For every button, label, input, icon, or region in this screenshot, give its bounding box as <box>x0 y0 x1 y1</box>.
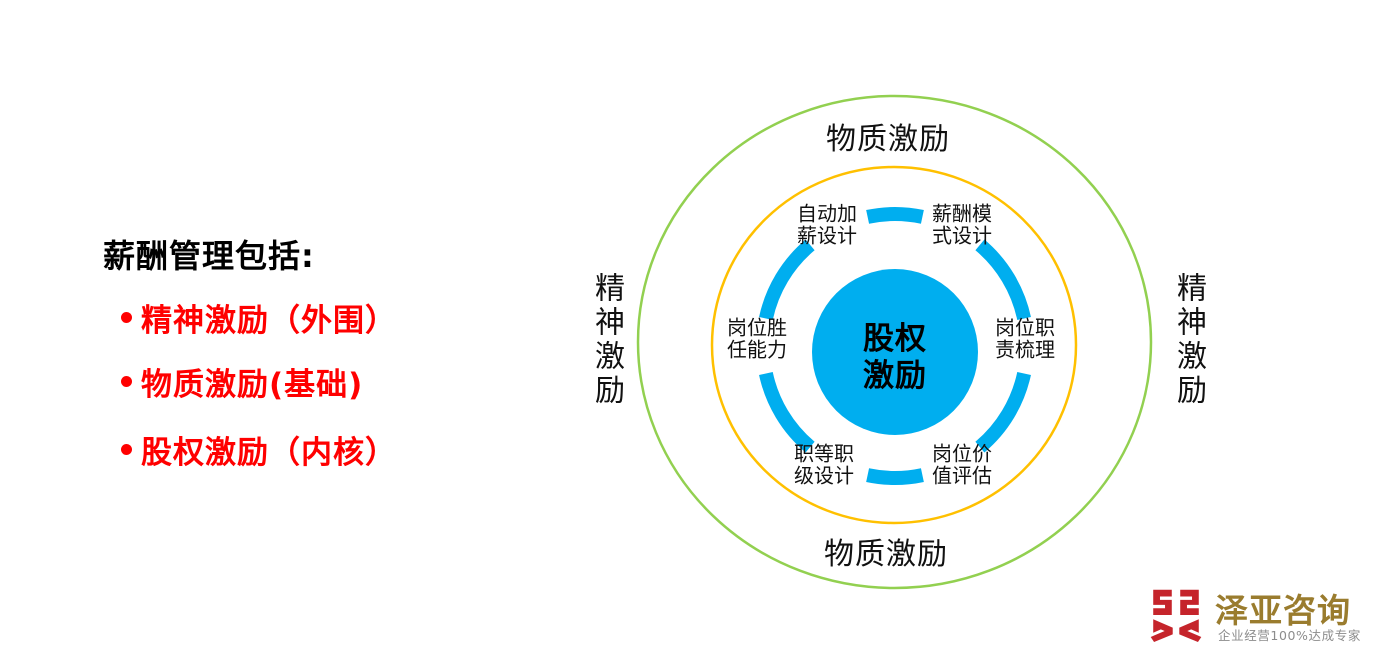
bullet-item-spiritual: 精神激励（外围） <box>121 299 397 339</box>
inner-ring-arc-lower-left <box>759 371 815 453</box>
center-circle <box>812 269 978 435</box>
side-label-right: 精神激励 <box>1171 272 1206 408</box>
bullet-dot <box>121 443 132 455</box>
side-label-left: 精神激励 <box>589 272 624 408</box>
outer-circle <box>636 94 1153 590</box>
ring-item-post-responsibility: 岗位职 责梳理 <box>995 315 1055 361</box>
bullet-item-equity: 股权激励（内核） <box>121 431 397 471</box>
ring-item-salary-model-design: 薪酬模 式设计 <box>932 201 992 247</box>
inner-ring-arc-bottom <box>866 468 924 485</box>
outer-ring-label-top: 物质激励 <box>826 122 950 157</box>
bullet-label: 股权激励（内核） <box>141 434 397 471</box>
center-circle-label: 股权 激励 <box>863 321 927 394</box>
inner-ring-arc-top <box>866 207 924 224</box>
logo-mark-right-half <box>1179 589 1202 642</box>
ring-item-post-competency: 岗位胜 任能力 <box>727 315 787 361</box>
bullet-dot <box>121 311 132 323</box>
inner-ring-arc-lower-right <box>975 371 1031 453</box>
logo-wordmark: 泽亚咨询 <box>1215 591 1351 630</box>
ring-item-auto-raise-design: 自动加 薪设计 <box>797 201 857 247</box>
inner-ring-arc-upper-right <box>975 239 1031 321</box>
ring-item-post-value-evaluation: 岗位价 值评估 <box>932 441 992 487</box>
bullet-label: 精神激励（外围） <box>141 302 397 339</box>
inner-dashed-ring <box>759 207 1031 485</box>
bullet-dot <box>121 375 132 387</box>
ring-item-grade-level-design: 职等职 级设计 <box>794 441 854 487</box>
zeya-logo-mark-icon <box>1150 589 1202 642</box>
bullet-item-material: 物质激励(基础) <box>121 363 363 403</box>
outer-ring-label-bottom: 物质激励 <box>824 537 948 572</box>
logo-mark-left-half <box>1150 589 1173 642</box>
logo-tagline: 企业经营100%达成专家 <box>1218 628 1361 643</box>
middle-circle <box>710 165 1078 525</box>
page-title: 薪酬管理包括: <box>103 237 315 275</box>
bullet-label: 物质激励(基础) <box>141 366 364 403</box>
inner-ring-arc-upper-left <box>759 239 815 321</box>
